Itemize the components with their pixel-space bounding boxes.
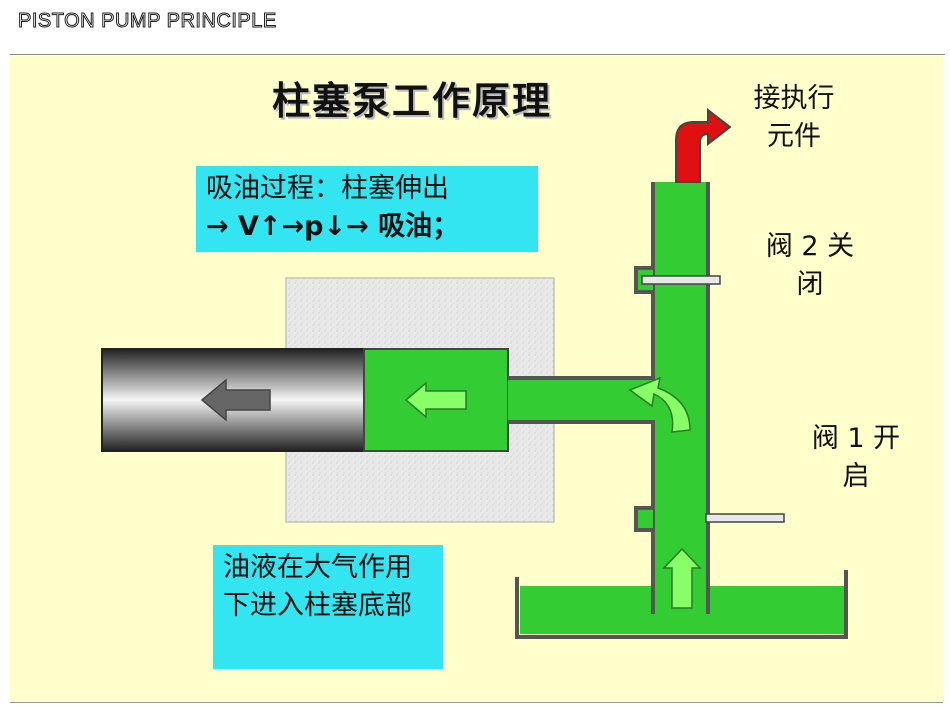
valve1-housing: [634, 506, 653, 532]
plunger-arrow: [200, 378, 271, 422]
diagram-title: 柱塞泵工作原理: [272, 79, 553, 123]
outlet-label: 接执行元件: [744, 80, 844, 156]
valve2-label-text: 阀 2 关闭: [765, 231, 855, 300]
up-flow-arrow: [662, 547, 702, 609]
valve1-plate: [705, 513, 785, 523]
valve2-label: 阀 2 关闭: [760, 228, 860, 304]
valve1-label: 阀 1 开启: [806, 420, 906, 496]
atmosphere-text: 油液在大气作用下进入柱塞底部: [223, 552, 412, 621]
valve2-plate: [641, 275, 721, 285]
header-rule: [10, 54, 945, 55]
curved-flow-arrow: [628, 376, 691, 433]
suction-process-box: 吸油过程：柱塞伸出 → V↑→p↓→ 吸油；: [196, 166, 538, 252]
outlet-arrow: [675, 107, 732, 183]
outlet-label-text: 接执行元件: [753, 83, 835, 152]
suction-line-1: 吸油过程：柱塞伸出: [206, 173, 449, 204]
valve1-label-text: 阀 1 开启: [811, 423, 901, 492]
page-header: PISTON PUMP PRINCIPLE: [18, 10, 277, 33]
oil-tank: [515, 570, 848, 639]
atmosphere-box: 油液在大气作用下进入柱塞底部: [213, 545, 443, 669]
chamber-arrow: [404, 381, 467, 419]
horizontal-pipe-oil: [508, 378, 658, 422]
suction-line-2: → V↑→p↓→ 吸油；: [206, 211, 460, 242]
